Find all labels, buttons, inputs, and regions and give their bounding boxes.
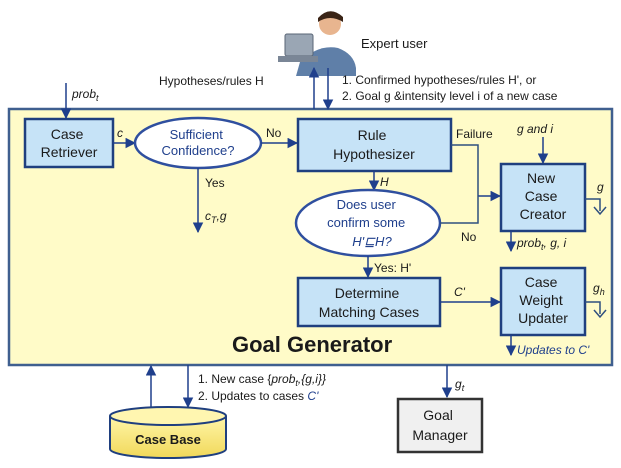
gt-label: gt [455,377,465,393]
h-label: H [380,175,389,189]
g-out-head [593,206,607,216]
gh-out-line [585,301,601,314]
g-and-i-label: g and i [517,122,553,136]
failure-label: Failure [456,127,493,141]
goal-generator-title: Goal Generator [232,332,393,357]
prob-input-label: probt [71,87,99,103]
expert-user-icon [278,11,356,76]
updates-c-label: Updates to C' [517,343,590,357]
gh-out-head [593,309,607,319]
updates-cases-label: 2. Updates to cases C' [198,389,319,403]
gh-out-label: gh [593,281,605,297]
case-base-cylinder [109,406,227,459]
no-line-2 [440,196,479,224]
goal-manager-box [396,397,484,454]
yes-h-label: Yes: H' [374,261,411,275]
new-case-creator-box [499,162,587,233]
new-case-creator-label: New Case Creator [520,170,567,222]
prob-gi-label: probt, g, i [516,236,567,252]
rule-hypothesizer-label: Rule Hypothesizer [333,127,415,162]
ct-g-label: cT,g [205,209,227,225]
g-out-line [585,198,601,211]
user-confirm-label: Does user confirm some H'⊑H? [327,197,409,249]
c-label: c [117,126,123,140]
new-case-label: 1. New case {probt,{g,i}} [198,372,326,388]
hypotheses-rules-label: Hypotheses/rules H [159,74,264,88]
determine-matching-label: Determine Matching Cases [319,285,419,320]
sufficient-confidence-label: Sufficient Confidence? [162,127,235,158]
case-weight-updater-label: Case Weight Updater [518,274,568,326]
c-prime-label: C' [454,285,466,299]
case-retriever-label: Case Retriever [41,126,98,160]
yes-label-1: Yes [205,176,225,190]
goal-manager-label: Goal Manager [412,407,468,443]
goal-intensity-label: 2. Goal g &intensity level i of a new ca… [342,89,558,103]
expert-user-label: Expert user [361,36,428,51]
g-out-label: g [597,180,604,194]
no-label-2: No [461,230,477,244]
case-base-label: Case Base [135,432,201,447]
confirmed-hypotheses-label: 1. Confirmed hypotheses/rules H', or [342,73,536,87]
failure-line [451,144,479,196]
no-label-1: No [266,126,282,140]
